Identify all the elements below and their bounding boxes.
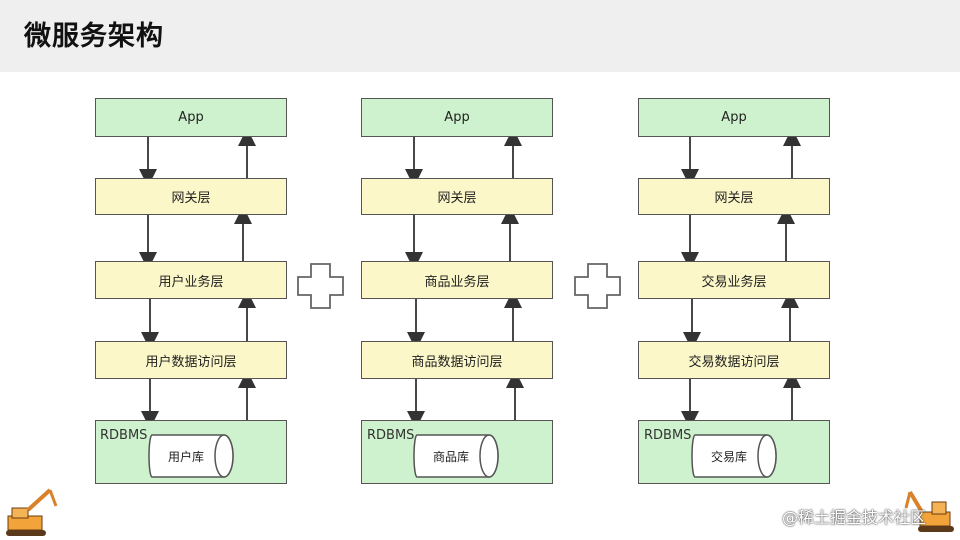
gateway-layer-box: 网关层 [95,178,287,215]
gateway-layer-box: 网关层 [638,178,830,215]
data-access-layer-box: 用户数据访问层 [95,341,287,379]
rdbms-label: RDBMS [367,428,415,443]
plus-icon [297,263,344,309]
column-3-arrows [681,128,801,429]
data-access-layer-box: 商品数据访问层 [361,341,553,379]
service-layer-box: 商品业务层 [361,261,553,299]
database-cylinder: 用户库 [148,434,234,478]
rdbms-label: RDBMS [100,428,148,443]
app-box: App [95,98,287,137]
service-layer-box: 交易业务层 [638,261,830,299]
excavator-illustration-right [904,490,954,532]
slide-header: 微服务架构 [0,0,960,72]
gateway-layer-box: 网关层 [361,178,553,215]
plus-icon [574,263,621,309]
slide-title: 微服务架构 [24,21,164,52]
rdbms-label: RDBMS [644,428,692,443]
database-name: 用户库 [167,449,204,464]
column-1-arrows [139,128,256,429]
service-layer-box: 用户业务层 [95,261,287,299]
app-box: App [361,98,553,137]
column-2-arrows [405,128,524,429]
database-name: 商品库 [432,449,469,464]
database-cylinder: 商品库 [413,434,499,478]
database-name: 交易库 [710,449,747,464]
excavator-illustration-left [6,488,58,536]
app-box: App [638,98,830,137]
data-access-layer-box: 交易数据访问层 [638,341,830,379]
database-cylinder: 交易库 [691,434,777,478]
watermark: @稀土掘金技术社区 [782,508,927,527]
